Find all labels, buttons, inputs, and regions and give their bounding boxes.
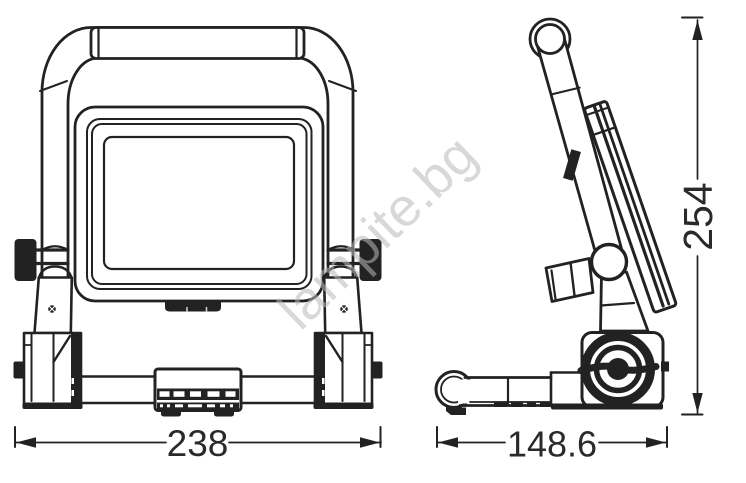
svg-text:254: 254 xyxy=(675,182,721,250)
svg-text:238: 238 xyxy=(167,423,229,464)
svg-text:148.6: 148.6 xyxy=(507,424,597,465)
